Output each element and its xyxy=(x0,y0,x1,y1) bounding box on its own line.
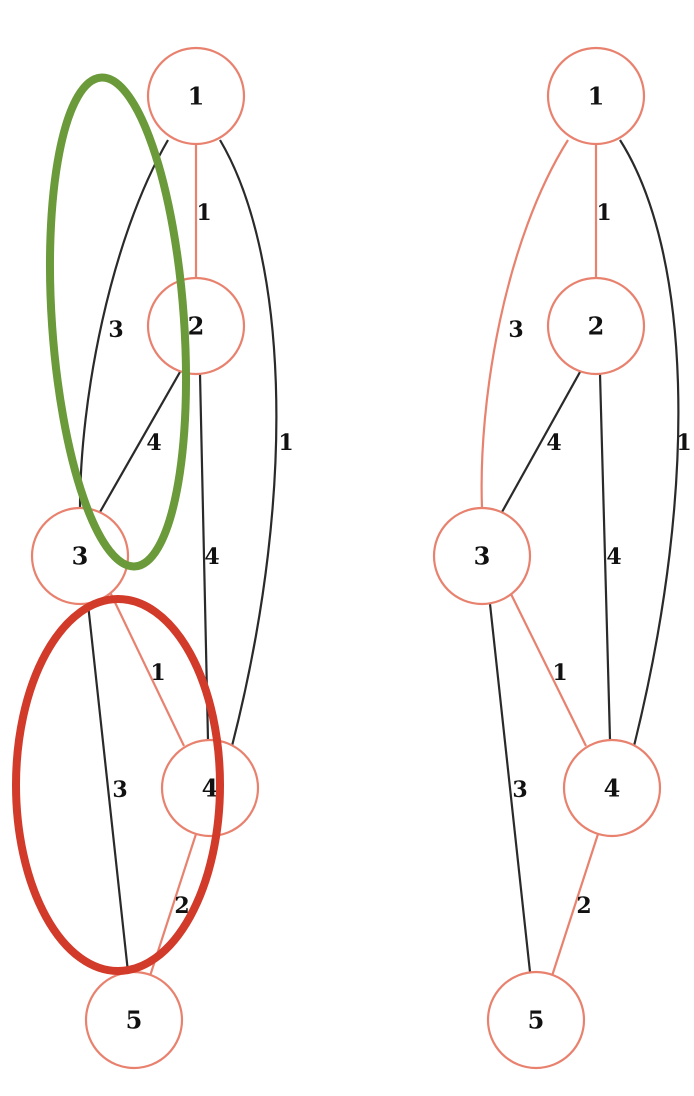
right-node-circle-3 xyxy=(432,506,532,606)
left-node-4: 4 xyxy=(160,738,260,838)
right-node-circle-4 xyxy=(562,738,662,838)
left-node-label-1: 1 xyxy=(188,82,205,111)
right-node-4: 4 xyxy=(562,738,662,838)
left-node-label-3: 3 xyxy=(72,542,89,571)
right-edge-weight-3-4: 1 xyxy=(552,660,567,686)
right-edge-weight-2-4: 4 xyxy=(606,544,621,570)
right-node-label-5: 5 xyxy=(528,1006,545,1035)
right-node-circle-2 xyxy=(546,276,646,376)
right-edge-3-5 xyxy=(488,603,532,973)
right-edge-2-4 xyxy=(598,373,612,741)
right-edge-weight-4-5: 2 xyxy=(576,893,591,919)
left-node-label-4: 4 xyxy=(202,774,219,803)
right-edge-weight-1-3: 3 xyxy=(508,317,523,343)
right-node-label-4: 4 xyxy=(604,774,621,803)
left-edge-3-4-tree xyxy=(109,591,185,747)
right-node-circle-1 xyxy=(546,46,646,146)
left-node-circle-3 xyxy=(30,506,130,606)
left-edge-weight-1-3: 3 xyxy=(108,317,123,343)
left-edge-weight-3-4: 1 xyxy=(150,660,165,686)
left-edge-2-3 xyxy=(99,371,181,513)
right-node-3: 3 xyxy=(432,506,532,606)
right-edge-3-4-tree xyxy=(509,591,587,747)
right-edge-1-3-tree xyxy=(480,139,569,509)
left-red-ellipse xyxy=(12,595,224,975)
right-edge-weight-1-4: 1 xyxy=(676,430,691,456)
left-green-ellipse xyxy=(45,73,191,571)
left-node-1: 1 xyxy=(146,46,246,146)
edges-layer xyxy=(78,139,680,977)
left-node-circle-2 xyxy=(146,276,246,376)
left-node-label-2: 2 xyxy=(188,312,205,341)
left-edge-weight-1-2: 1 xyxy=(196,200,211,226)
highlights-layer xyxy=(12,73,224,975)
left-node-2: 2 xyxy=(146,276,246,376)
right-edge-weight-2-3: 4 xyxy=(546,430,561,456)
left-node-3: 3 xyxy=(30,506,130,606)
right-node-2: 2 xyxy=(546,276,646,376)
edge-labels-layer: 1 3 1 4 4 1 3 2 1 3 1 4 4 1 3 2 xyxy=(108,200,691,919)
left-edge-weight-4-5: 2 xyxy=(174,893,189,919)
left-node-circle-1 xyxy=(146,46,246,146)
right-edge-1-4 xyxy=(619,139,680,747)
left-edge-2-4 xyxy=(198,373,210,741)
left-edge-1-4 xyxy=(219,139,278,747)
right-edge-weight-3-5: 3 xyxy=(512,777,527,803)
right-node-label-2: 2 xyxy=(588,312,605,341)
left-edge-weight-2-3: 4 xyxy=(146,430,161,456)
left-edge-weight-1-4: 1 xyxy=(278,430,293,456)
left-edge-weight-2-4: 4 xyxy=(204,544,219,570)
right-node-circle-5 xyxy=(486,970,586,1070)
right-node-1: 1 xyxy=(546,46,646,146)
left-edge-1-3 xyxy=(78,139,169,509)
left-edge-3-5 xyxy=(86,603,130,973)
left-node-circle-4 xyxy=(160,738,260,838)
left-node-5: 5 xyxy=(84,970,184,1070)
left-node-label-5: 5 xyxy=(126,1006,143,1035)
right-node-label-3: 3 xyxy=(474,542,491,571)
right-node-5: 5 xyxy=(486,970,586,1070)
right-edge-2-3 xyxy=(501,371,581,513)
left-edge-weight-3-5: 3 xyxy=(112,777,127,803)
nodes-layer: 1 2 3 4 5 1 2 3 4 5 xyxy=(30,46,662,1070)
right-node-label-1: 1 xyxy=(588,82,605,111)
right-edge-weight-1-2: 1 xyxy=(596,200,611,226)
right-edge-4-5-tree xyxy=(550,833,600,977)
